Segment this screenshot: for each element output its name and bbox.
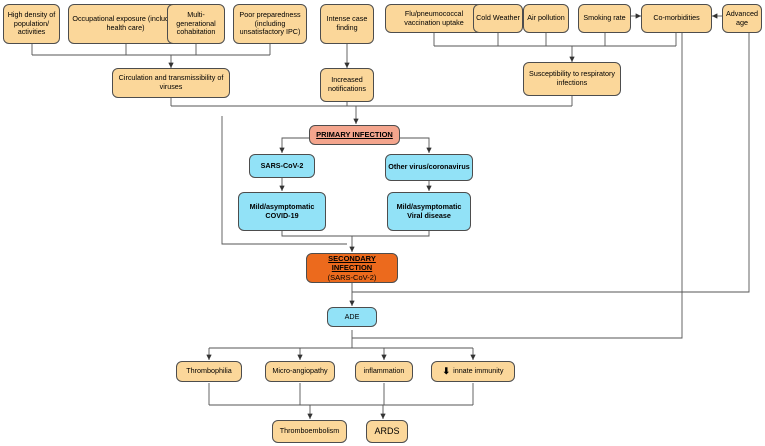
secondary-infection-box: SECONDARY INFECTION (SARS-CoV-2)	[306, 253, 398, 283]
case-finding-box: Intense case finding	[320, 4, 374, 44]
innate-immunity-box: ⬇ innate immunity	[431, 361, 515, 382]
innate-immunity-label: innate immunity	[453, 366, 504, 376]
susceptibility-box: Susceptibility to respiratory infections	[523, 62, 621, 96]
secondary-infection-title: SECONDARY INFECTION	[328, 254, 376, 273]
cold-weather-box: Cold Weather	[473, 4, 523, 33]
high-density-box: High density of population/ activities	[3, 4, 60, 44]
notifications-box: Increased notifications	[320, 68, 374, 102]
ade-box: ADE	[327, 307, 377, 327]
inflammation-box: inflammation	[355, 361, 413, 382]
down-arrow-icon: ⬇	[442, 366, 451, 377]
micro-angiopathy-box: Micro-angiopathy	[265, 361, 335, 382]
sars-cov-2-box: SARS-CoV-2	[249, 154, 315, 178]
mild-viral-box: Mild/asymptomatic Viral disease	[387, 192, 471, 231]
primary-infection-box: PRIMARY INFECTION	[309, 125, 400, 145]
mild-covid-box: Mild/asymptomatic COVID-19	[238, 192, 326, 231]
occupational-exposure-box: Occupational exposure (including health …	[68, 4, 183, 44]
flu-vaccination-box: Flu/pneumococcal vaccination uptake	[385, 4, 483, 33]
multigenerational-box: Multi-generational cohabitation	[167, 4, 225, 44]
circulation-box: Circulation and transmissibility of viru…	[112, 68, 230, 98]
smoking-rate-box: Smoking rate	[578, 4, 631, 33]
thrombophilia-box: Thrombophilia	[176, 361, 242, 382]
comorbidities-box: Co-morbidities	[641, 4, 712, 33]
air-pollution-box: Air pollution	[523, 4, 569, 33]
advanced-age-box: Advanced age	[722, 4, 762, 33]
secondary-infection-subtitle: (SARS-CoV-2)	[327, 272, 377, 282]
ards-box: ARDS	[366, 420, 408, 443]
thromboembolism-box: Thromboembolism	[272, 420, 347, 443]
poor-preparedness-box: Poor preparedness (including unsatisfact…	[233, 4, 307, 44]
other-virus-box: Other virus/coronavirus	[385, 154, 473, 181]
